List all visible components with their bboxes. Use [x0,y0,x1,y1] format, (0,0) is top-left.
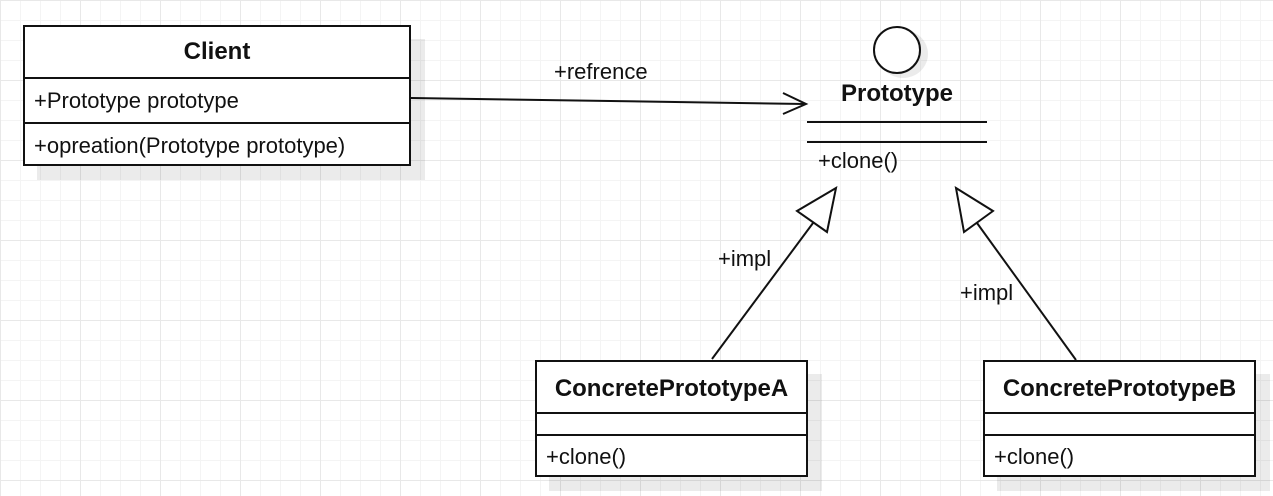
prototype-method: +clone() [818,148,899,173]
reference-arrowhead [782,92,809,115]
impl-b-label: +impl [960,280,1014,305]
client-attribute: +Prototype prototype [25,77,409,122]
concrete-prototype-a-method: +clone() [537,434,806,475]
concrete-prototype-a-name: ConcretePrototypeA [554,375,789,402]
reference-label: +refrence [554,59,648,84]
reference-association-line[interactable] [410,97,806,105]
impl-a-line[interactable] [711,218,817,360]
concrete-prototype-b-box[interactable]: ConcretePrototypeB +clone() [983,360,1256,477]
impl-a-triangle [795,185,838,234]
concrete-prototype-b-method: +clone() [985,434,1254,475]
client-class-name: Client [183,38,251,65]
impl-a-label: +impl [718,246,772,271]
interface-circle-outline [873,26,921,74]
concrete-prototype-a-attributes [537,412,806,434]
concrete-prototype-b-attributes [985,412,1254,434]
concrete-prototype-b-name: ConcretePrototypeB [1002,375,1237,402]
concrete-prototype-a-box[interactable]: ConcretePrototypeA +clone() [535,360,808,477]
prototype-interface-name[interactable]: Prototype [840,80,953,107]
client-class-box[interactable]: Client +Prototype prototype +opreation(P… [23,25,411,166]
impl-b-triangle [954,185,995,234]
client-method: +opreation(Prototype prototype) [25,122,409,167]
impl-b-line[interactable] [976,222,1077,361]
